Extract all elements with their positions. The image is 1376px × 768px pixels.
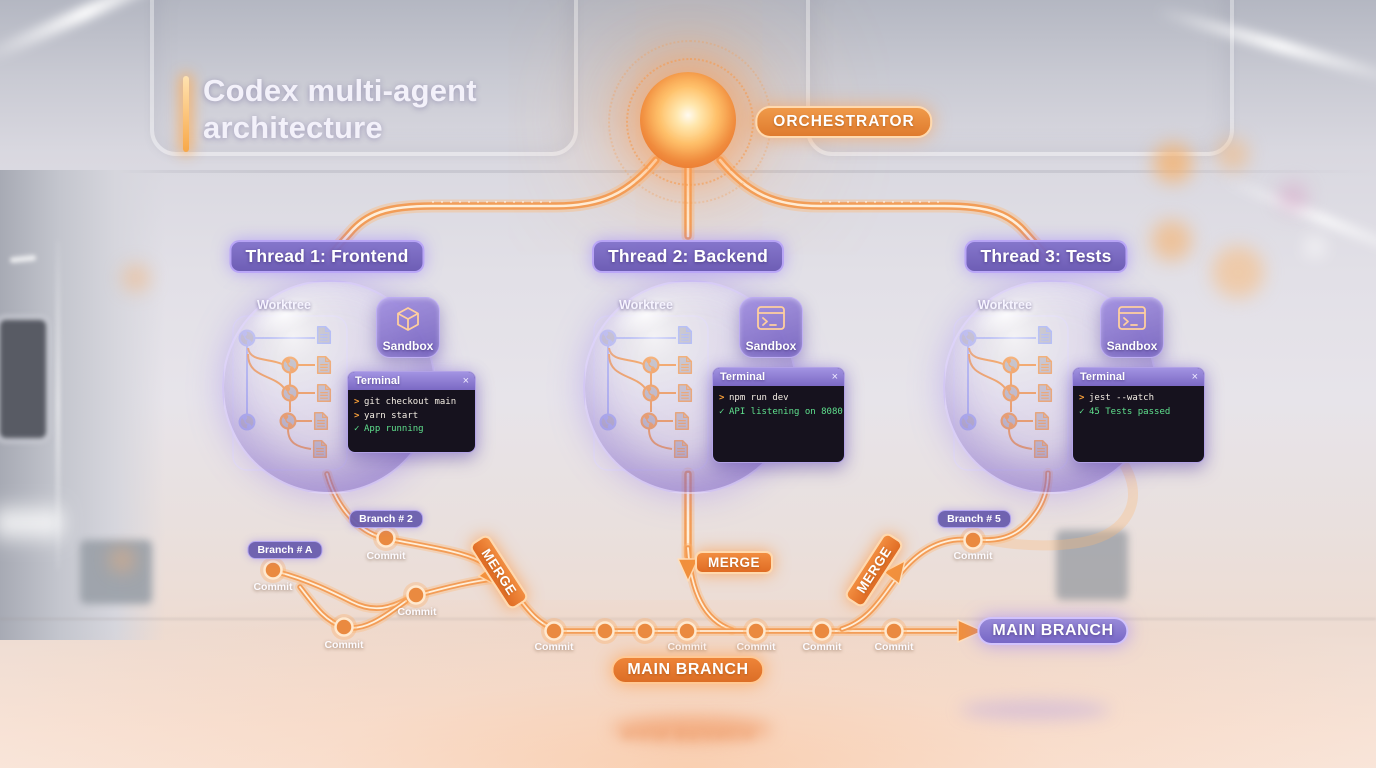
thread-3-worktree-label: Worktree [978,298,1032,312]
commit-label: Commit [324,639,364,651]
commit-label: Commit [534,641,574,653]
ceiling-panel [806,0,1234,156]
thread-1-sandbox-tile: Sandbox [376,297,440,358]
terminal-line: ✓App running [354,424,424,434]
terminal-line: >git checkout main [354,397,457,407]
terminal-window-icon [756,305,786,336]
thread-1-label: Thread 1: Frontend [229,240,425,273]
terminal-line: >jest --watch [1079,393,1155,403]
terminal-line: >npm run dev [719,393,789,403]
ceiling-panel [150,0,578,156]
commit-label: Commit [667,641,707,653]
thread-1-terminal: Terminal × >git checkout main >yarn star… [347,371,476,453]
terminal-title: Terminal [720,371,766,383]
terminal-titlebar: Terminal × [713,368,844,386]
sandbox-label: Sandbox [745,339,797,353]
terminal-title: Terminal [1080,371,1126,383]
thread-3-label: Thread 3: Tests [964,240,1128,273]
terminal-body: >npm run dev ✓API listening on 8080 [713,386,844,462]
bokeh-light [1216,138,1249,171]
wall-glow [0,500,64,546]
commit-label: Commit [366,550,406,562]
commit-label: Commit [953,550,993,562]
bokeh-light [122,264,150,292]
main-branch-label-right: MAIN BRANCH [977,617,1129,645]
terminal-body: >jest --watch ✓45 Tests passed [1073,386,1204,462]
terminal-body: >git checkout main >yarn start ✓App runn… [348,390,475,452]
bokeh-light [1278,182,1308,212]
terminal-title: Terminal [355,375,401,387]
cube-icon [394,305,422,338]
title-accent-bar [183,76,189,152]
left-wall-window [0,320,46,438]
thread-3-terminal: Terminal × >jest --watch ✓45 Tests passe… [1072,367,1205,463]
orchestrator-orb [640,72,736,168]
floor-edge [0,618,1376,620]
thread-2-terminal: Terminal × >npm run dev ✓API listening o… [712,367,845,463]
orchestrator-label: ORCHESTRATOR [755,106,933,138]
sandbox-label: Sandbox [382,339,434,353]
close-icon[interactable]: × [462,375,469,387]
page-title: Codex multi-agent architecture [183,72,477,152]
title-line-2: architecture [203,110,383,145]
floor-reflection [612,716,772,742]
main-branch-label-center: MAIN BRANCH [611,656,765,684]
thread-3-sandbox-tile: Sandbox [1100,297,1164,358]
bokeh-light [1212,246,1264,298]
terminal-window-icon [1117,305,1147,336]
merge-badge-center: MERGE [694,551,774,574]
commit-label: Commit [397,606,437,618]
wall-strip [56,240,60,570]
title-line-1: Codex multi-agent [203,73,477,108]
floor-reflection [960,700,1110,720]
terminal-line: >yarn start [354,410,419,421]
commit-label: Commit [253,581,293,593]
terminal-line: ✓API listening on 8080 [719,406,843,417]
thread-2-label: Thread 2: Backend [592,240,784,273]
bokeh-light [1153,143,1193,183]
terminal-titlebar: Terminal × [1073,368,1204,386]
thread-2-worktree-label: Worktree [619,298,673,312]
orchestrator-ring [626,58,754,186]
close-icon[interactable]: × [1191,371,1198,383]
branch-a-label: Branch # A [247,541,323,559]
commit-label: Commit [736,641,776,653]
commit-label: Commit [802,641,842,653]
bokeh-light [110,548,134,572]
thread-1-worktree-label: Worktree [257,298,311,312]
commit-label: Commit [874,641,914,653]
terminal-titlebar: Terminal × [348,372,475,390]
title-text: Codex multi-agent architecture [203,72,477,152]
branch-2-label: Branch # 2 [349,510,423,528]
close-icon[interactable]: × [831,371,838,383]
bokeh-light [1151,220,1192,261]
sandbox-label: Sandbox [1106,339,1158,353]
bokeh-light [1306,238,1324,256]
thread-2-sandbox-tile: Sandbox [739,297,803,358]
branch-5-label: Branch # 5 [937,510,1011,528]
terminal-line: ✓45 Tests passed [1079,406,1171,417]
commit-nodes [260,525,986,644]
